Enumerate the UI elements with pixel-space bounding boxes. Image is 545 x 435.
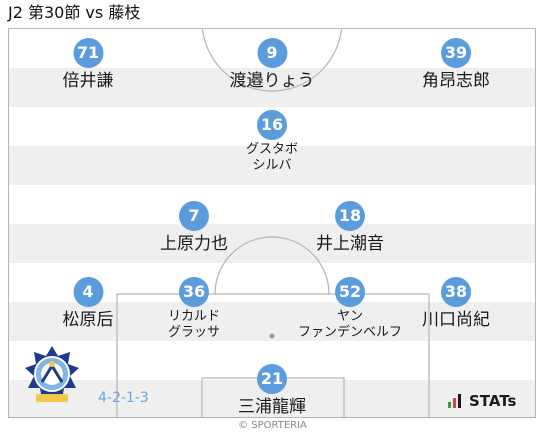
formation-label: 4-2-1-3 (98, 390, 149, 406)
player-name: 角昂志郎 (422, 71, 490, 91)
player-number: 36 (178, 277, 209, 307)
player-name: 三浦龍輝 (238, 397, 306, 417)
player-number: 38 (441, 277, 471, 307)
page-title: J2 第30節 vs 藤枝 (8, 3, 141, 22)
player-card[interactable]: 7 上原力也 (160, 201, 228, 254)
player-name: ヤン ファンデンベルフ (298, 309, 402, 341)
pitch-stripe (9, 68, 535, 107)
pitch-stripe (9, 224, 535, 263)
player-name: リカルド グラッサ (168, 309, 220, 341)
player-name-line1: グスタボ (245, 142, 299, 157)
player-name: 渡邉りょう (229, 71, 315, 91)
player-name: 上原力也 (160, 234, 228, 254)
player-name-line2: グラッサ (167, 325, 221, 340)
club-crest-icon (22, 344, 82, 412)
player-card[interactable]: 71 倍井謙 (63, 38, 114, 91)
player-card[interactable]: 36 リカルド グラッサ (168, 277, 220, 341)
player-card[interactable]: 16 グスタボ シルバ (246, 110, 298, 174)
player-name: 川口尚紀 (422, 310, 490, 330)
player-number: 21 (257, 364, 287, 394)
player-number: 7 (179, 201, 209, 231)
player-card[interactable]: 39 角昂志郎 (422, 38, 490, 91)
player-number: 52 (334, 277, 365, 307)
player-name-line2: ファンデンベルフ (297, 325, 403, 340)
pitch-stripe (9, 146, 535, 185)
stats-logo: STATs (448, 392, 516, 410)
player-name-line1: リカルド (167, 309, 221, 324)
player-card[interactable]: 4 松原后 (63, 277, 114, 330)
player-number: 9 (257, 38, 287, 68)
player-name: グスタボ シルバ (246, 142, 298, 174)
player-card[interactable]: 18 井上潮音 (316, 201, 384, 254)
player-name: 松原后 (62, 310, 114, 330)
player-number: 18 (335, 201, 365, 231)
player-card[interactable]: 38 川口尚紀 (422, 277, 490, 330)
player-name-line1: ヤン (336, 309, 364, 324)
player-card[interactable]: 9 渡邉りょう (230, 38, 315, 91)
player-number: 16 (256, 110, 287, 140)
player-name: 倍井謙 (62, 71, 114, 91)
player-name-line2: シルバ (252, 158, 292, 173)
player-card[interactable]: 52 ヤン ファンデンベルフ (298, 277, 402, 341)
player-number: 4 (73, 277, 103, 307)
copyright-credit: © SPORTERIA (238, 420, 307, 431)
stats-bars-icon (448, 394, 463, 408)
player-number: 39 (441, 38, 471, 68)
player-name: 井上潮音 (316, 234, 384, 254)
stats-logo-text: STATs (469, 392, 517, 410)
player-card[interactable]: 21 三浦龍輝 (238, 364, 306, 417)
player-number: 71 (73, 38, 103, 68)
